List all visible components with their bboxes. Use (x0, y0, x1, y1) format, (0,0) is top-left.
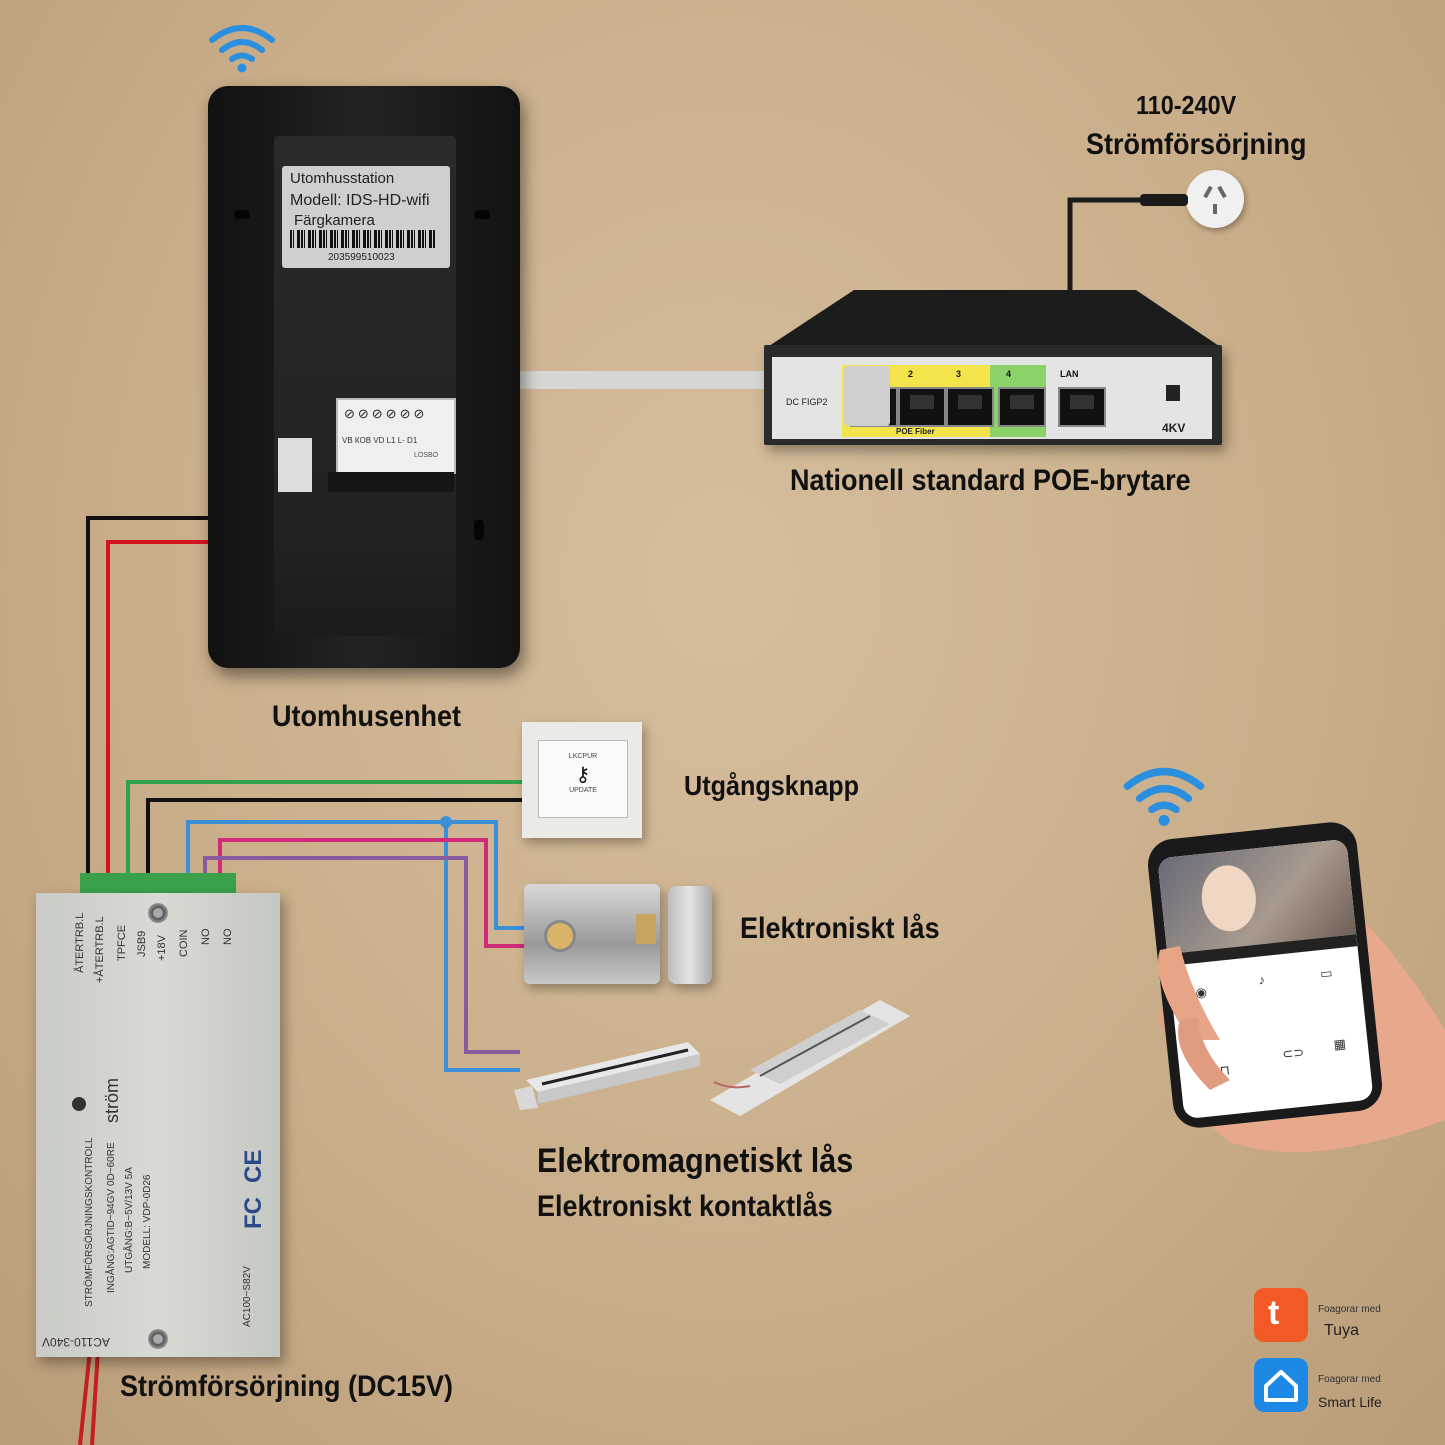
exit-button-bottom-text: UPDATE (569, 787, 597, 794)
label-poe-switch: Nationell standard POE-brytare (790, 464, 1191, 497)
record-icon[interactable]: ▭ (1319, 964, 1334, 982)
label-power-input: Strömförsörjning (1086, 128, 1307, 161)
wifi-icon (209, 25, 275, 73)
exit-button-face: LKCPUR ⚷ UPDATE (538, 740, 628, 818)
terminal-label: +ÅTERTRB.L (94, 916, 106, 983)
sticker-model: Modell: IDS-HD-wifi (290, 192, 430, 209)
ce-mark: CE (240, 1149, 267, 1183)
terminal-label: COIN (178, 929, 190, 958)
product-sticker: Utomhusstation Modell: IDS-HD-wifi Färgk… (282, 166, 450, 268)
psu-line4: MODELL: VDP-0D26 (142, 1174, 153, 1269)
port-2 (898, 387, 946, 427)
label-outdoor-unit: Utomhusenhet (272, 700, 461, 733)
lock-cylinder (544, 920, 576, 952)
terminal-label: +18V (156, 935, 168, 961)
smartlife-name: Smart Life (1318, 1394, 1382, 1410)
mount-slot (474, 210, 490, 219)
port-number: 4 (1006, 369, 1012, 379)
psu-brand: ström (102, 1078, 122, 1123)
exit-button-device: LKCPUR ⚷ UPDATE (522, 722, 642, 838)
terminal-label: TPFCE (116, 924, 128, 961)
switch-front-panel: DC FIGP2 2 3 4 LAN POE Fiber 4KV (772, 357, 1212, 439)
exit-button-top-text: LKCPUR (568, 753, 598, 760)
serial-number: 203599510023 (328, 252, 395, 263)
mains-cable (78, 1349, 100, 1445)
fc-mark: FC (240, 1197, 267, 1229)
rim-lock (524, 884, 660, 984)
port-3 (946, 387, 994, 427)
terminal-code: LOSBO (414, 452, 439, 459)
surge-protection: 4KV (1162, 421, 1186, 435)
wire-magenta-lock (218, 838, 524, 948)
wire-green-exit (126, 780, 522, 880)
power-supply-unit: ÅTERTRB.L +ÅTERTRB.L TPFCE JSB9 +18V COI… (36, 893, 280, 1357)
screw (148, 1329, 168, 1349)
dip-switch (1166, 385, 1180, 401)
switch-power-cord (1067, 197, 1150, 290)
gallery-icon[interactable]: ▦ (1332, 1035, 1347, 1053)
wire-blue-lock (186, 820, 524, 930)
screw (148, 903, 168, 923)
port-4 (998, 387, 1046, 427)
smartlife-caption: Foagorar med (1318, 1374, 1381, 1385)
label-electronic-lock: Elektroniskt lås (740, 912, 940, 945)
rj45-connector (278, 438, 312, 492)
smartlife-app-icon (1254, 1358, 1308, 1412)
terminal-labels: VB КОВ VD L1 L- D1 (342, 436, 418, 445)
sticker-title: Utomhusstation (290, 170, 395, 187)
psu-terminal-block (80, 873, 236, 895)
wire-purple-maglock (203, 856, 520, 1054)
tuya-app-icon: t (1254, 1288, 1308, 1342)
tuya-caption: Foagorar med (1318, 1304, 1381, 1315)
wire-black-exit (146, 798, 522, 880)
label-electronic-contact-lock: Elektroniskt kontaktlås (537, 1190, 833, 1223)
home-icon (1264, 1370, 1298, 1402)
lock-latch (636, 914, 656, 944)
terminal-label: ÅTERTRB.L (74, 912, 86, 973)
poe-switch: DC FIGP2 2 3 4 LAN POE Fiber 4KV (764, 345, 1222, 445)
psu-line2: INGÅNG:AGTID~94GV 0D~60RE (106, 1142, 117, 1293)
label-exit-button: Utgångsknapp (684, 770, 860, 801)
port-lan (1058, 387, 1106, 427)
terminal-label: NO (200, 928, 212, 946)
label-electromagnetic-lock: Elektromagnetiskt lås (537, 1142, 854, 1180)
poe-label: POE Fiber (896, 427, 935, 436)
wire-blue-maglock (444, 822, 520, 1072)
psu-side-text: AC100~S82V (242, 1266, 253, 1327)
power-plug (1140, 170, 1244, 228)
rim-lock-keeper (668, 886, 712, 984)
status-led (72, 1097, 86, 1111)
lan-label: LAN (1060, 369, 1079, 379)
port-number: 2 (908, 369, 914, 379)
tuya-name: Tuya (1324, 1322, 1359, 1339)
label-power-voltage: 110-240V (1136, 90, 1237, 120)
wifi-icon (1123, 767, 1205, 826)
psu-line3: UTGÅNG:B~5V/13V 5A (124, 1167, 135, 1273)
switch-top (766, 290, 1222, 348)
visitor-face (1198, 862, 1260, 935)
outdoor-station: Utomhusstation Modell: IDS-HD-wifi Färgk… (208, 86, 520, 668)
terminal-connector (328, 472, 454, 492)
terminal-block: ⊘⊘⊘⊘⊘⊘ VB КОВ VD L1 L- D1 LOSBO (336, 398, 456, 474)
wire-junction (440, 816, 452, 828)
electric-bolt-lock (710, 1000, 910, 1116)
switch-model: DC FIGP2 (786, 397, 828, 407)
electromagnetic-lock (514, 1042, 700, 1110)
port-number: 3 (956, 369, 962, 379)
psu-line1: STRÖMFÖRSÖRJNINGSKONTROLL (84, 1137, 95, 1307)
terminal-label: NO (222, 928, 234, 946)
terminal-label: JSB9 (136, 930, 148, 957)
label-power-supply: Strömförsörjning (DC15V) (120, 1370, 454, 1403)
psu-bottom-text: AC110-340V (42, 1335, 110, 1349)
mount-slot (474, 520, 484, 540)
barcode (290, 230, 436, 248)
rj45-plug (844, 366, 890, 426)
terminal-screws: ⊘⊘⊘⊘⊘⊘ (344, 406, 428, 421)
sticker-camera: Färgkamera (294, 212, 375, 229)
key-icon: ⚷ (575, 764, 591, 786)
mount-slot (234, 210, 250, 219)
hand-fingers (1158, 946, 1230, 1090)
